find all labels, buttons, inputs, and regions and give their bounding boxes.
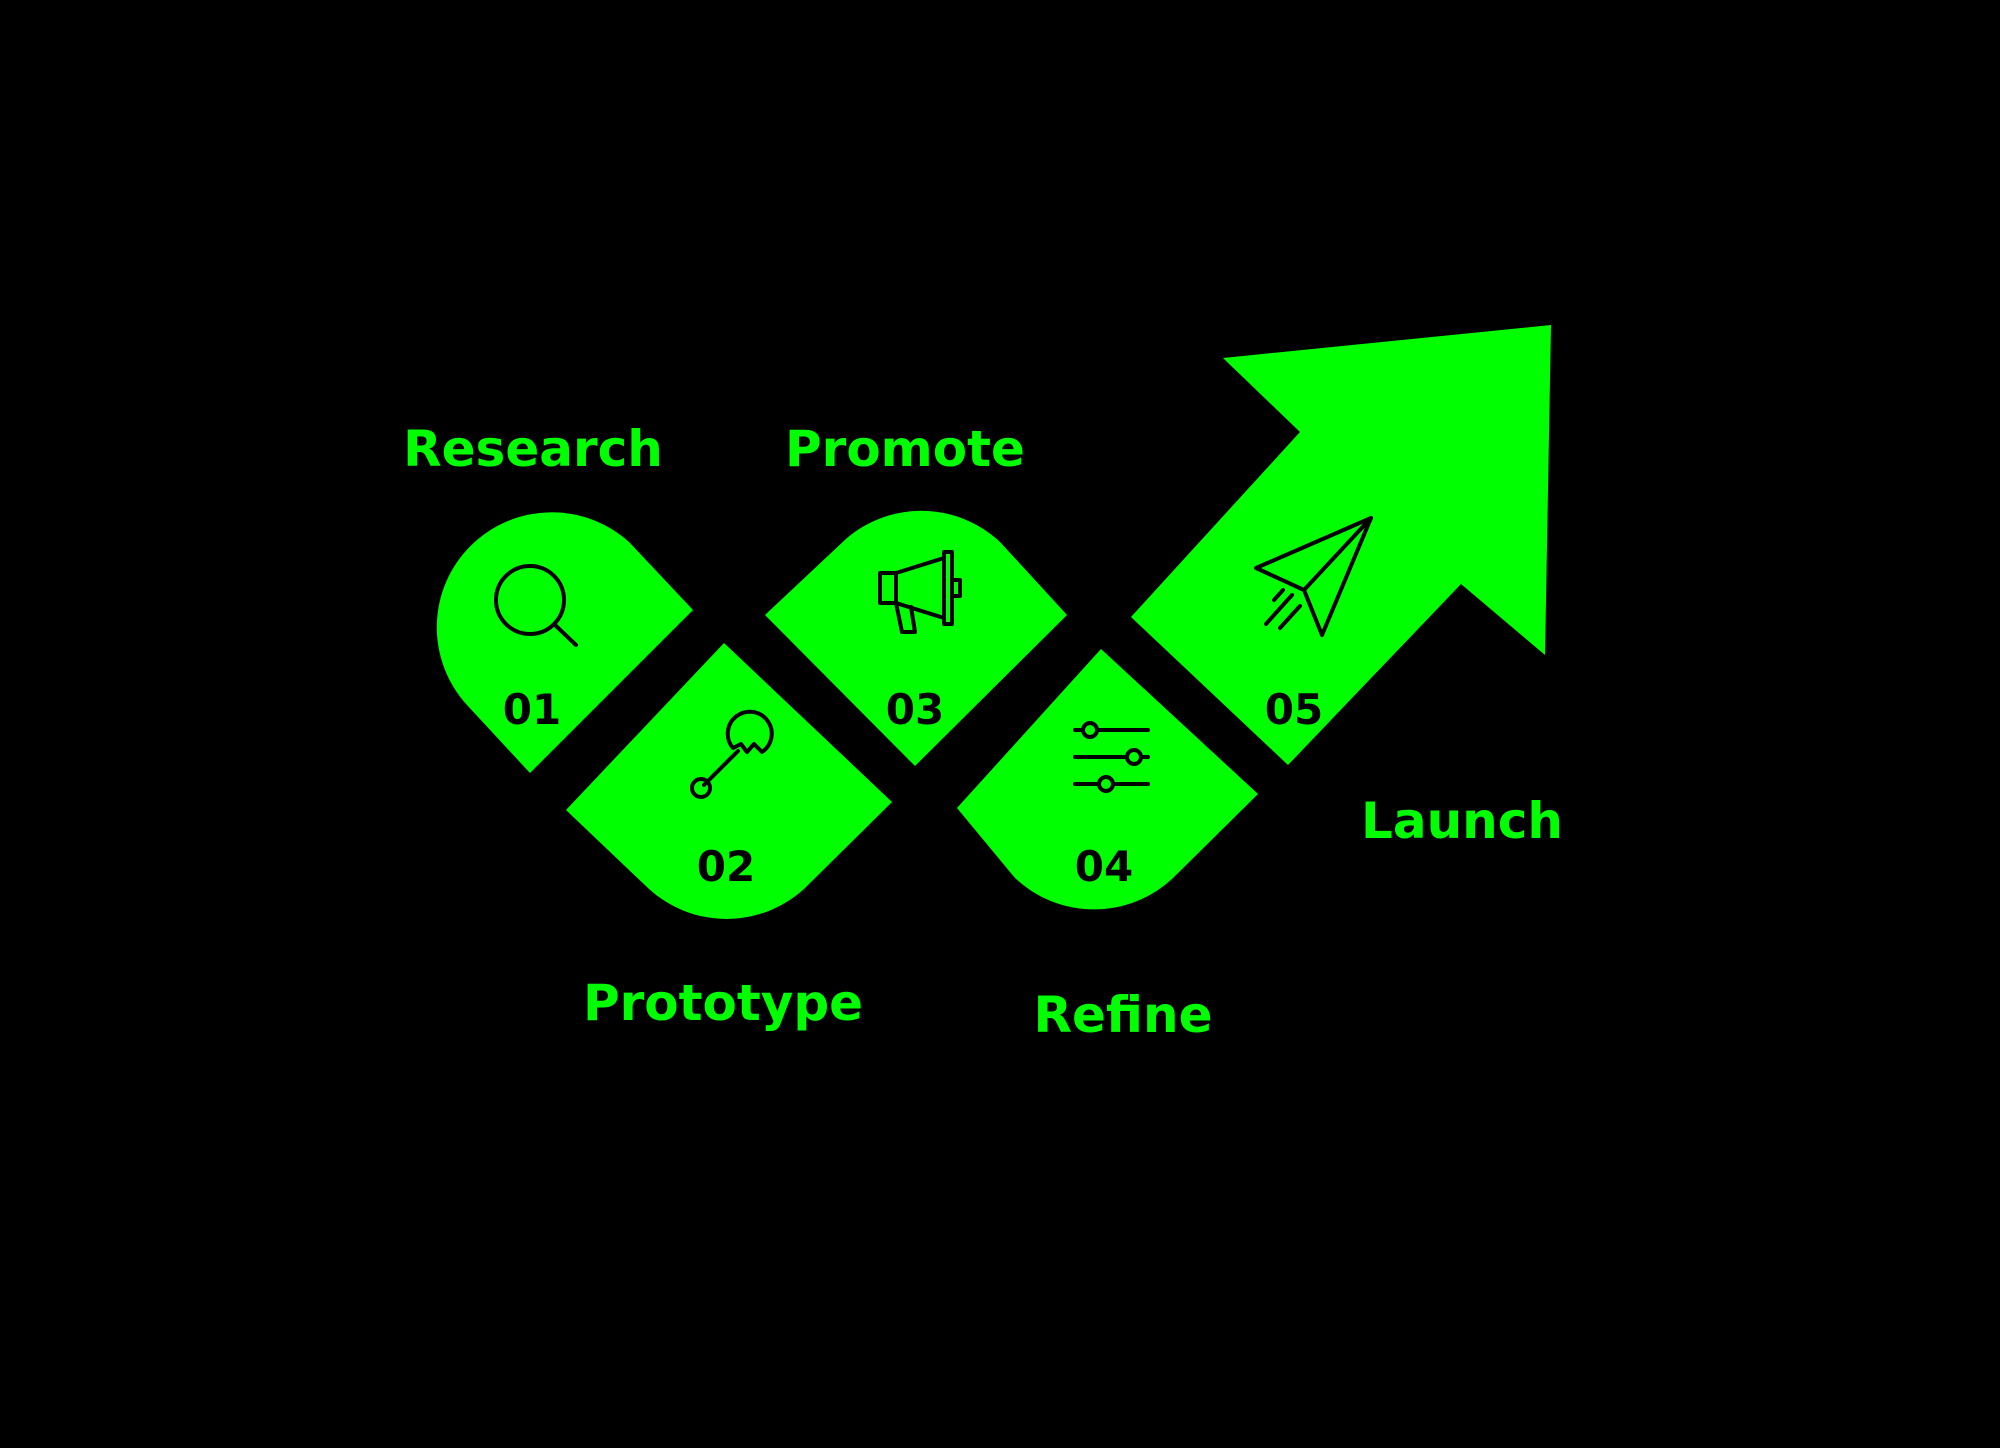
megaphone-icon bbox=[878, 550, 962, 634]
step-02-label: Prototype bbox=[583, 974, 863, 1032]
magnifier-icon bbox=[494, 564, 578, 647]
paper-plane-icon bbox=[1254, 516, 1373, 637]
step-03-label: Promote bbox=[785, 420, 1025, 478]
sliders-icon bbox=[1073, 721, 1150, 793]
step-01-label: Research bbox=[403, 420, 663, 478]
step-02-tile bbox=[566, 643, 892, 919]
step-04-number: 04 bbox=[1075, 842, 1133, 891]
step-05-number: 05 bbox=[1265, 685, 1323, 734]
step-04: 04 Refine bbox=[957, 649, 1258, 1044]
wrench-icon bbox=[690, 709, 774, 799]
step-03-number: 03 bbox=[886, 685, 944, 734]
step-05-label: Launch bbox=[1361, 792, 1563, 850]
step-01: 01 Research bbox=[403, 420, 693, 773]
step-02-number: 02 bbox=[697, 842, 755, 891]
step-01-number: 01 bbox=[503, 685, 561, 734]
step-01-tile bbox=[436, 512, 693, 773]
step-05: 05 Launch bbox=[1131, 325, 1563, 850]
step-02: 02 Prototype bbox=[566, 643, 892, 1032]
step-03-tile bbox=[765, 510, 1067, 766]
step-05-arrow bbox=[1131, 325, 1551, 765]
step-04-label: Refine bbox=[1034, 986, 1213, 1044]
step-03: 03 Promote bbox=[765, 420, 1067, 766]
